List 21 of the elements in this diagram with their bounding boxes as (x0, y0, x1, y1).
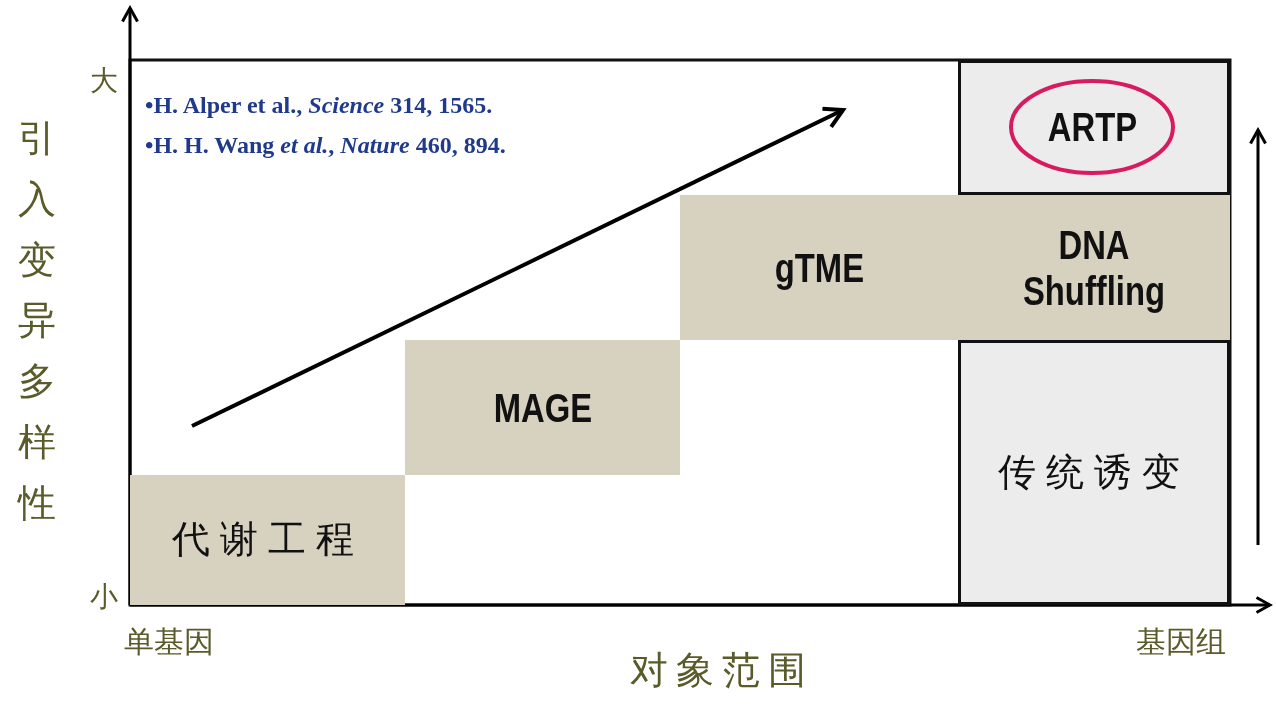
highlight-ellipse (1008, 78, 1176, 176)
reference-text: •H. Alper et al., Science 314, 1565. (145, 92, 493, 119)
axis-title: 对象范围 (630, 647, 814, 694)
process-box (958, 195, 1230, 340)
process-box (680, 195, 958, 340)
axis-tick-label: 小 (90, 579, 118, 615)
axis-tick-label: 大 (90, 63, 118, 99)
node-label: DNA Shuffling (1021, 221, 1167, 314)
node-label: 传统诱变 (998, 450, 1190, 495)
process-box (130, 475, 405, 605)
axis-title: 引入变异多样性 (18, 115, 56, 527)
axis-tick-label: 基因组 (1136, 623, 1226, 661)
process-box (958, 340, 1230, 605)
node-label: ARTP (1047, 104, 1137, 150)
node-label: 代谢工程 (171, 518, 364, 562)
process-box (405, 340, 680, 475)
node-label: gTME (774, 244, 864, 291)
process-box (958, 60, 1230, 195)
axis-tick-label: 单基因 (124, 623, 214, 661)
reference-text: •H. H. Wang et al., Nature 460, 894. (145, 132, 506, 159)
node-label: MAGE (493, 384, 592, 431)
